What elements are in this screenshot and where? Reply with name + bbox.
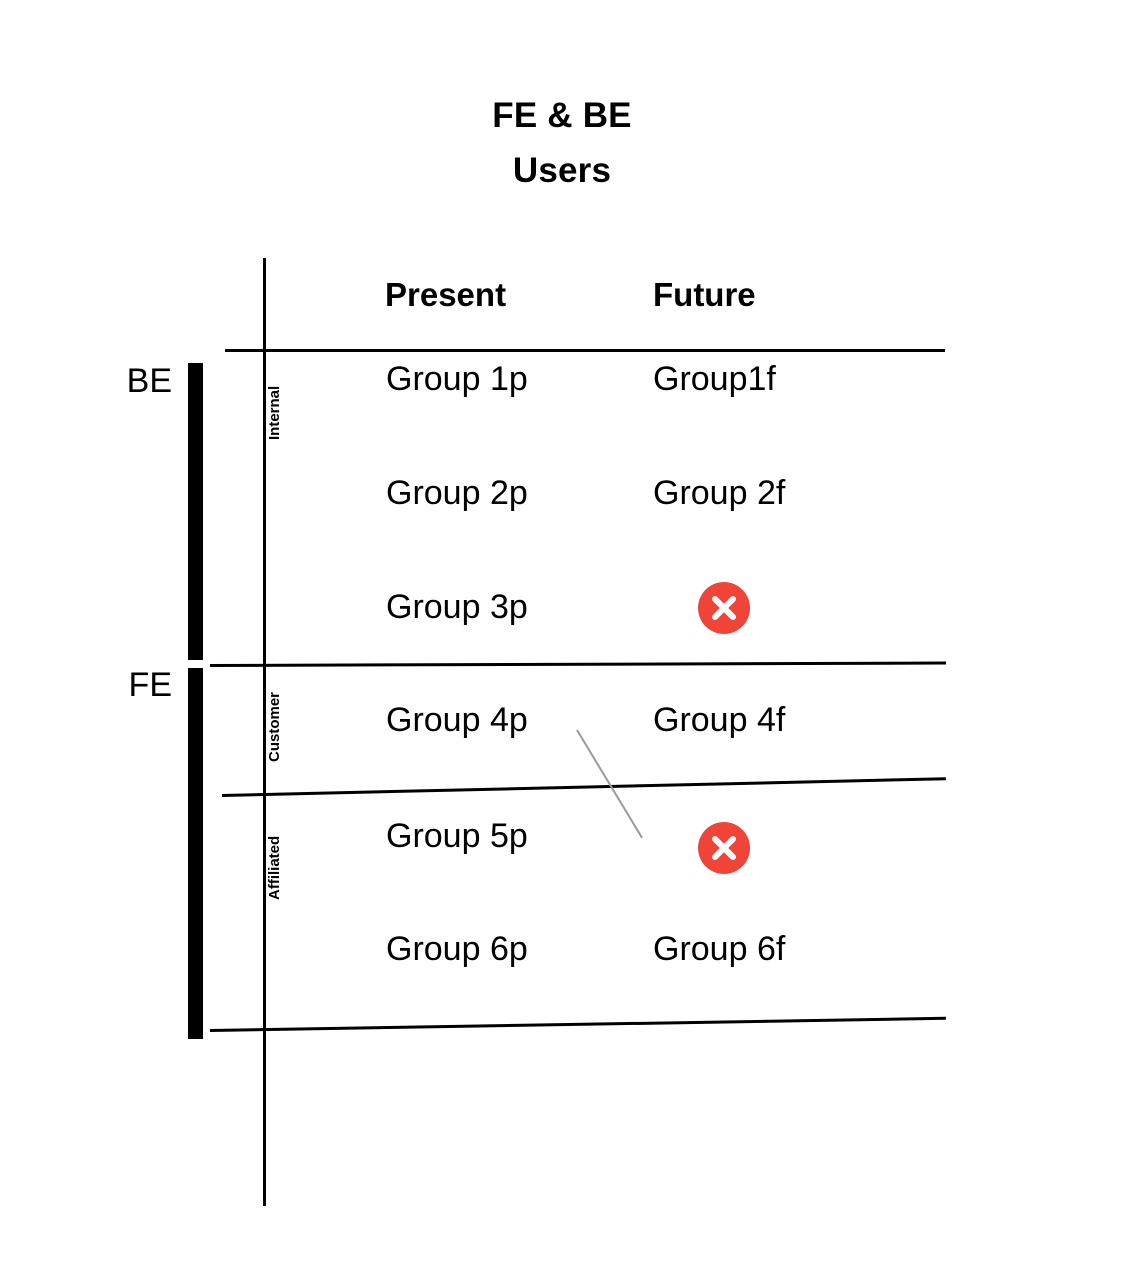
segment-bar-fe [188,668,203,1039]
divider-line-bottom [209,1016,946,1032]
cell-present-row-3: Group 3p [386,588,528,626]
x-circle-icon [698,822,750,874]
title-line-1: FE & BE [492,96,632,135]
title-line-2: Users [512,151,612,190]
cell-future-row-1: Group1f [653,360,776,398]
side-label-be: BE [126,362,172,400]
vertical-axis-line [263,258,266,1206]
segment-bar-be [188,363,203,660]
divider-line-header [225,349,945,352]
side-label-fe: FE [128,666,172,704]
band-label-affiliated: Affiliated [266,835,283,900]
cell-present-row-6: Group 6p [386,930,528,968]
divider-line-internal-customer [209,661,947,667]
divider-line-customer-affiliated [221,777,946,797]
band-label-internal: Internal [266,385,283,440]
column-header-present: Present [385,276,507,313]
cell-present-row-5: Group 5p [386,817,528,855]
cell-present-row-1: Group 1p [386,360,528,398]
cell-present-row-4: Group 4p [386,701,528,739]
cell-present-row-2: Group 2p [386,474,528,512]
band-label-customer: Customer [266,691,283,762]
x-circle-icon [698,582,750,634]
cell-future-row-2: Group 2f [653,474,786,512]
cell-future-row-4: Group 4f [653,701,786,739]
diagram-title: FE & BE Users [0,88,1124,198]
cell-future-row-6: Group 6f [653,930,786,968]
column-header-future: Future [653,276,756,313]
